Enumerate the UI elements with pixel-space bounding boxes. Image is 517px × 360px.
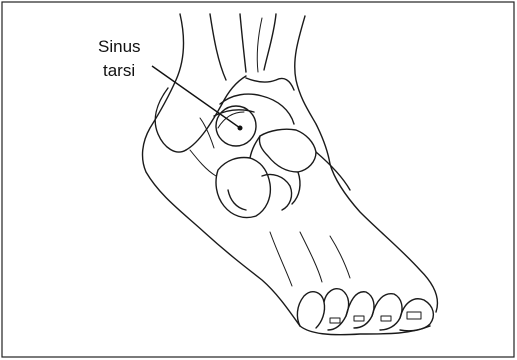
label-sinus: Sinus — [98, 37, 141, 56]
label-tarsi: tarsi — [103, 61, 135, 80]
pointer-dot — [238, 126, 243, 131]
